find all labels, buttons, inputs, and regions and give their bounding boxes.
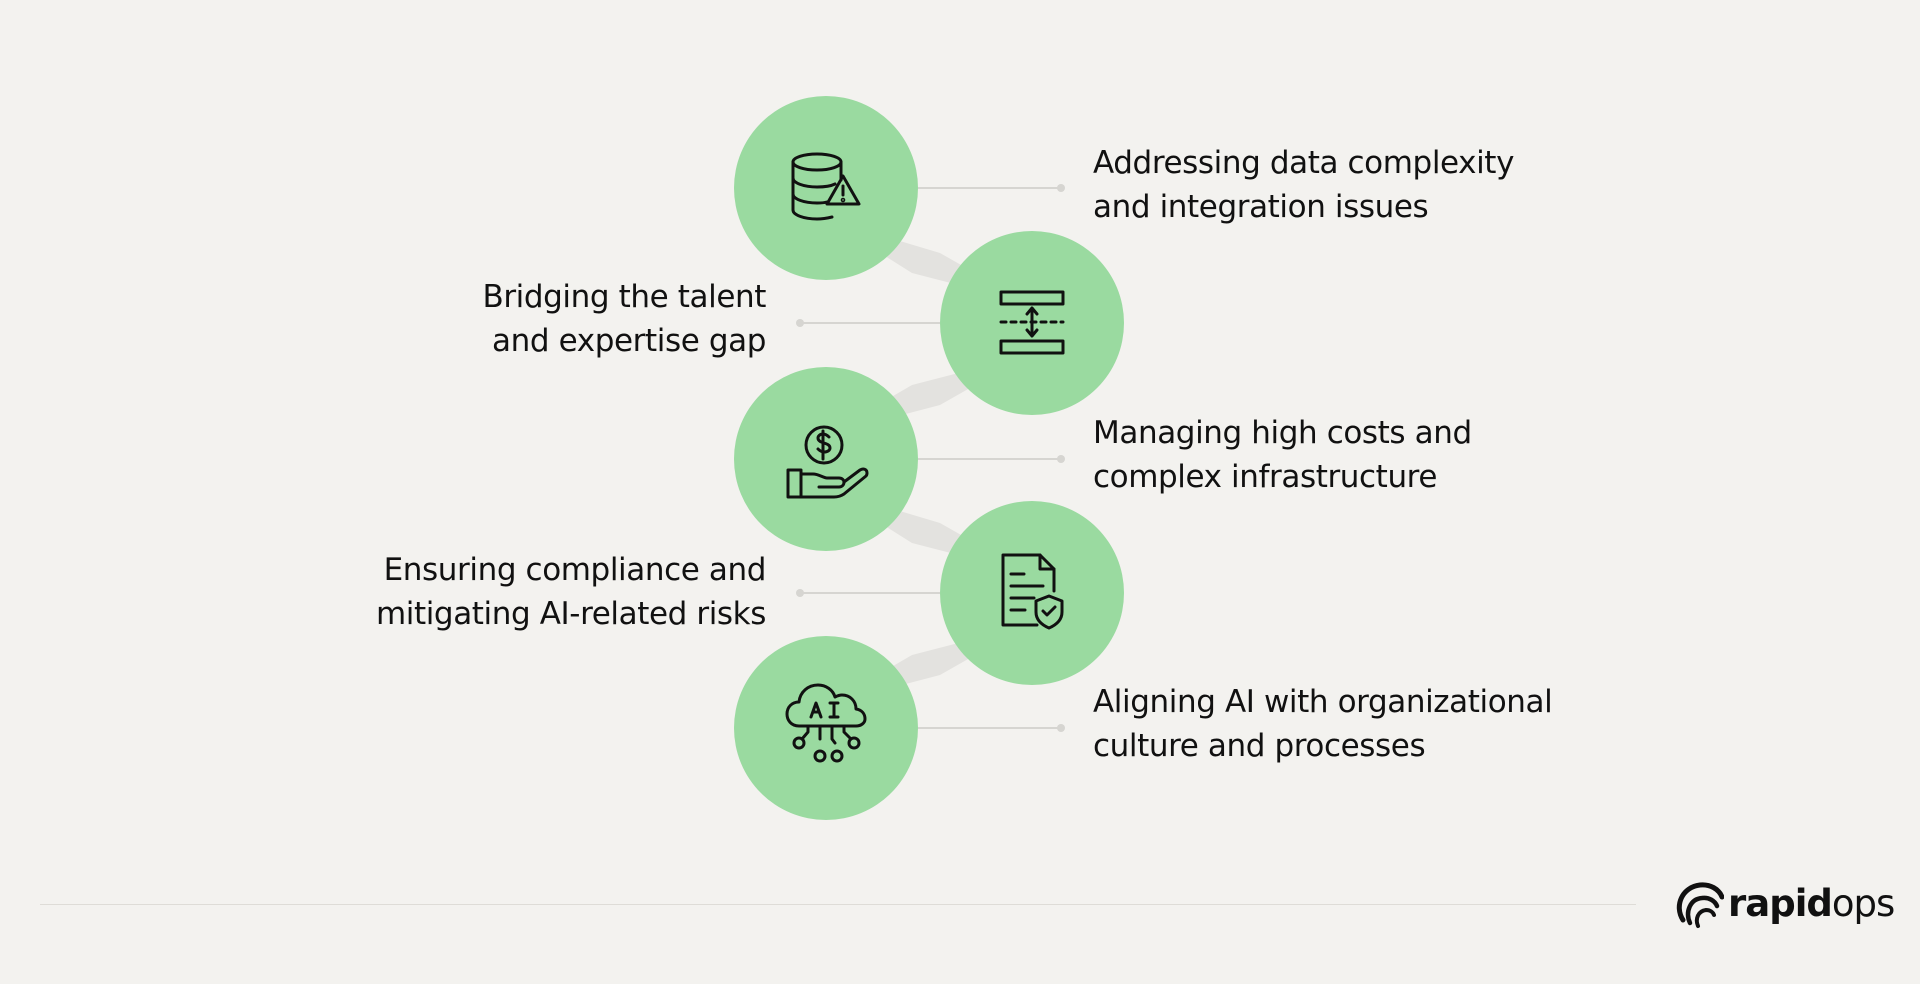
brand-wordmark: rapidops	[1728, 876, 1895, 932]
brand-name-bold: rapid	[1728, 882, 1833, 925]
circle-step-4	[940, 501, 1124, 685]
step-label-2: Bridging the talent and expertise gap	[460, 275, 766, 363]
step-label-5-line-1: Aligning AI with organizational	[1093, 684, 1553, 720]
leader-dot-4	[796, 589, 804, 597]
gap-resize-icon	[999, 290, 1065, 355]
step-label-3-line-2: complex infrastructure	[1093, 459, 1438, 495]
step-label-4-line-2: mitigating AI-related risks	[375, 596, 766, 632]
rapidops-logo-icon	[1676, 882, 1724, 928]
circle-group	[734, 96, 1124, 820]
step-label-4: Ensuring compliance and mitigating AI-re…	[340, 548, 766, 636]
step-label-3-line-1: Managing high costs and	[1093, 415, 1472, 451]
leader-dot-2	[796, 319, 804, 327]
footer-divider	[40, 904, 1636, 905]
step-label-5-line-2: culture and processes	[1093, 728, 1426, 764]
circle-step-3	[734, 367, 918, 551]
step-label-1-line-1: Addressing data complexity	[1093, 145, 1515, 181]
step-label-1-line-2: and integration issues	[1093, 189, 1429, 225]
ai-cloud-network-icon	[785, 683, 867, 763]
step-label-1: Addressing data complexity and integrati…	[1093, 141, 1514, 229]
document-shield-icon	[1001, 553, 1064, 630]
leader-lines	[796, 184, 1065, 732]
brand-logo: rapidops	[1674, 876, 1895, 932]
step-label-3: Managing high costs and complex infrastr…	[1093, 411, 1472, 499]
leader-dot-3	[1057, 455, 1065, 463]
step-label-4-line-1: Ensuring compliance and	[383, 552, 767, 588]
brand-name-light: ops	[1831, 882, 1895, 925]
leader-dot-1	[1057, 184, 1065, 192]
database-warning-icon	[791, 152, 861, 221]
circle-step-1	[734, 96, 918, 280]
step-label-2-line-1: Bridging the talent	[482, 279, 766, 315]
leader-dot-5	[1057, 724, 1065, 732]
circle-step-5	[734, 636, 918, 820]
hand-coin-dollar-icon	[786, 425, 869, 499]
step-label-2-line-2: and expertise gap	[492, 323, 766, 359]
step-label-5: Aligning AI with organizational culture …	[1093, 680, 1553, 768]
